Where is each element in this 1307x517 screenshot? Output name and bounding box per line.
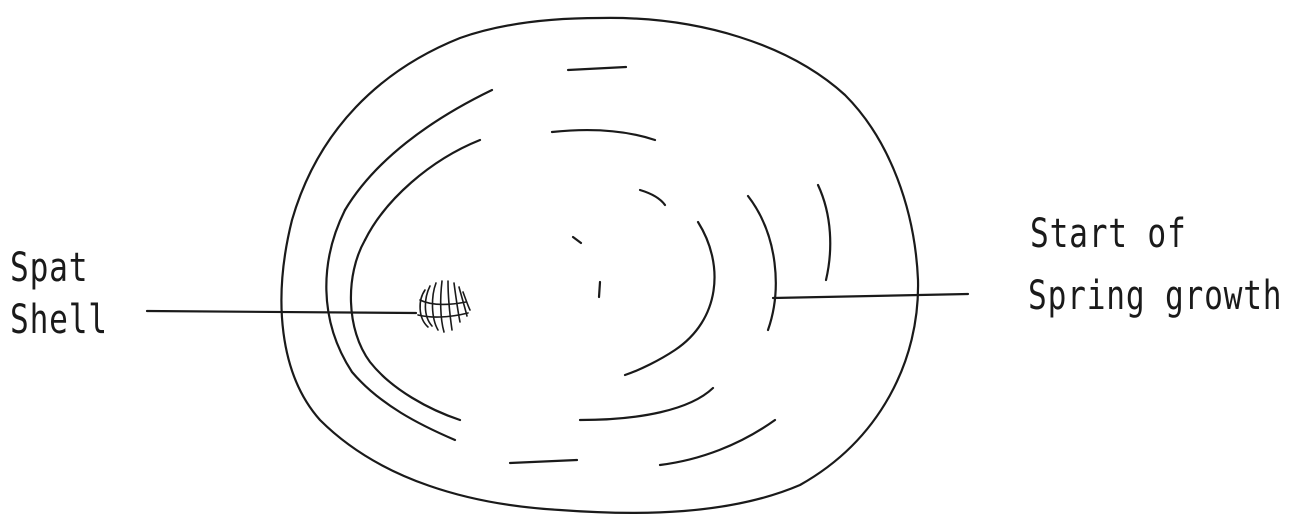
growth-ring-mark — [640, 190, 665, 205]
spat-shell-pointer-line — [147, 311, 416, 313]
growth-ring-mark — [573, 237, 581, 243]
growth-ring-mark — [580, 388, 713, 420]
growth-ring-mark — [625, 222, 715, 375]
growth-ring-mark — [599, 282, 600, 297]
growth-ring-mark — [748, 196, 776, 330]
growth-ring-mark — [552, 130, 655, 140]
spat-label: Spat — [10, 242, 88, 294]
growth-ring-mark — [510, 460, 577, 463]
spat-shell — [418, 281, 470, 332]
shell-label: Shell — [10, 294, 108, 346]
spring-growth-label: Spring growth — [1028, 270, 1282, 322]
growth-ring-mark — [365, 140, 480, 240]
start-of-label: Start of — [1030, 208, 1187, 260]
growth-ring-mark — [660, 420, 775, 465]
shell-outline — [281, 18, 918, 513]
growth-ring-mark — [568, 67, 626, 70]
growth-ring-mark — [818, 185, 830, 280]
spring-growth-pointer-line — [773, 294, 968, 298]
growth-ring-mark — [345, 90, 492, 210]
